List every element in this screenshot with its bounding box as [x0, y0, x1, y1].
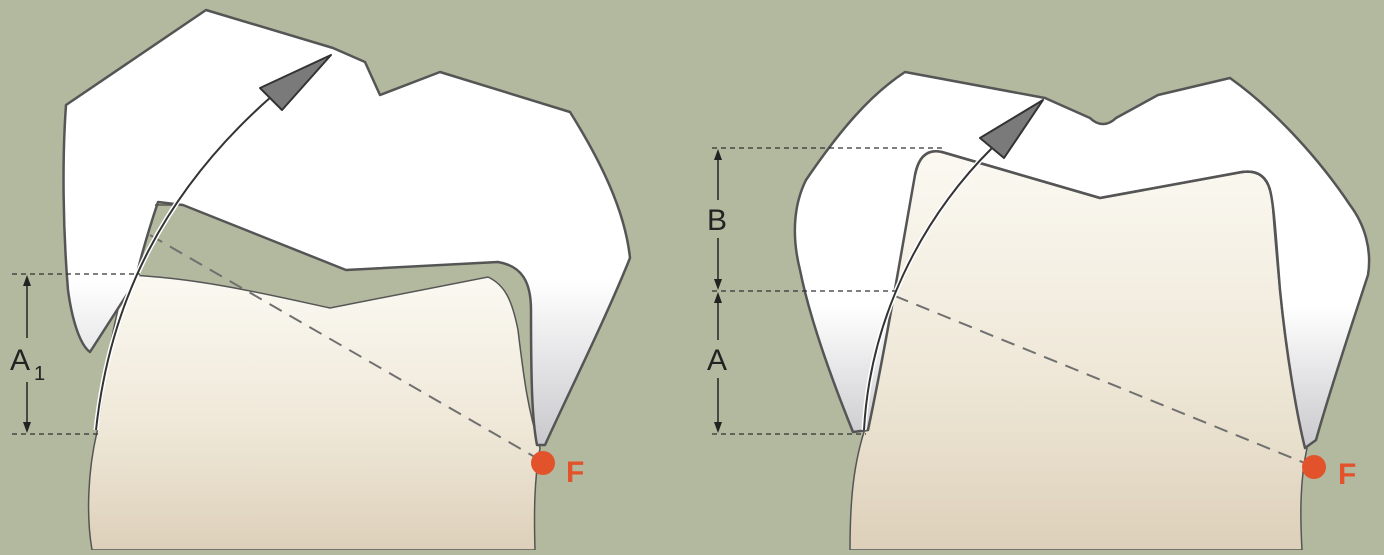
left-dim-arrowhead-up [23, 275, 31, 286]
left-tooth-root [87, 274, 541, 551]
right-dimension-b-label: B [707, 204, 727, 237]
left-fulcrum-point [531, 451, 555, 475]
right-fulcrum-label: F [1338, 458, 1356, 491]
left-dimension-label: A [10, 344, 30, 377]
right-crown [793, 70, 1371, 450]
left-dashed-rotation-line [149, 234, 541, 461]
left-dimension-subscript: 1 [34, 363, 45, 385]
left-cement-gap-line [155, 204, 499, 271]
right-dimension-a-label: A [707, 344, 727, 377]
right-preparation-line [913, 149, 1272, 200]
right-tooth-root [849, 150, 1308, 551]
left-rotation-arrowhead [259, 54, 332, 111]
left-fulcrum-label: F [566, 456, 584, 489]
left-crown [62, 8, 632, 447]
right-dim-b-arrowhead-down [714, 279, 722, 290]
right-dim-a-arrowhead-down [714, 422, 722, 433]
right-fulcrum-point [1302, 455, 1326, 479]
right-rotation-arc-core [863, 147, 993, 431]
right-panel: B A F [707, 70, 1371, 551]
right-rotation-arrowhead [979, 99, 1044, 159]
right-dashed-rotation-line [894, 295, 1313, 467]
left-panel: A 1 F [10, 8, 632, 551]
left-rotation-arc-core [95, 95, 273, 431]
right-dim-a-arrowhead-up [714, 292, 722, 303]
left-dim-arrowhead-down [23, 422, 31, 433]
right-dim-b-arrowhead-up [714, 149, 722, 160]
